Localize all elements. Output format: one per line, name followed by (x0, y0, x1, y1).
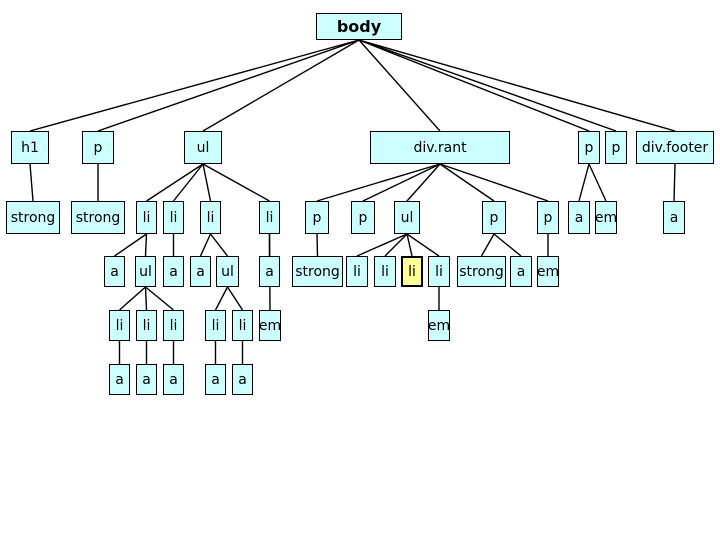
tree-node-tree-children-3: div.rant (370, 131, 510, 164)
tree-node-tree-children-4-children-1: em (595, 201, 617, 234)
edge-tree-children-2-children-0 (146, 163, 204, 202)
tree-node-tree-children-2-children-0-children-1-children-2-children-0: a (163, 364, 184, 395)
tree-node-tree-children-6: div.footer (636, 131, 714, 164)
tree-node-tree-children-2-children-0-children-1: ul (135, 256, 156, 287)
tree-node-tree-children-2-children-0: li (136, 201, 157, 234)
tree-node-tree-children-2-children-0-children-0: a (104, 256, 125, 287)
tree-node-tree-children-2-children-2-children-1: ul (216, 256, 239, 287)
edge-tree-children-3-children-0 (316, 163, 441, 202)
edge-tree-children-3-children-2-children-3 (406, 233, 440, 257)
tree-node-tree-children-3-children-3-children-1: a (510, 256, 532, 287)
edge-tree-children-3-children-2-children-1 (384, 233, 408, 257)
tree-node-tree-children-2-children-2-children-0: a (190, 256, 211, 287)
edge-tree-children-2-children-1 (172, 163, 204, 202)
edge-tree-children-2-children-2-children-0 (199, 233, 212, 257)
edge-tree-children-4-children-1 (588, 163, 607, 202)
tree-node-tree-children-3-children-2-children-3: li (428, 256, 450, 287)
tree-node-tree-children-3-children-0: p (305, 201, 329, 234)
edge-tree-children-6 (358, 39, 676, 132)
edge-tree-children-3-children-2-children-2 (406, 233, 413, 257)
tree-node-tree-children-3-children-2-children-3-children-0: em (428, 310, 450, 341)
tree-node-tree-children-2-children-3-children-0: a (259, 256, 280, 287)
edge-tree-children-3 (358, 39, 441, 132)
tree-node-tree-children-3-children-0-children-0: strong (292, 256, 343, 287)
edge-tree-children-2-children-0-children-0 (114, 233, 147, 257)
edge-tree-children-2 (202, 39, 360, 132)
tree-node-tree-children-2-children-0-children-1-children-0: li (109, 310, 130, 341)
edge-tree-children-2-children-0-children-1-children-2 (145, 286, 174, 311)
edge-tree-children-2-children-2 (202, 163, 212, 202)
edge-tree-children-3-children-4 (439, 163, 549, 202)
edge-tree-children-2-children-2-children-1 (209, 233, 229, 257)
tree-node-tree: body (316, 13, 402, 40)
tree-node-tree-children-2-children-2-children-1-children-0-children-0: a (205, 364, 226, 395)
tree-node-tree-children-3-children-2: ul (394, 201, 420, 234)
edge-tree-children-3-children-1 (362, 163, 441, 202)
tree-node-tree-children-3-children-4-children-0: em (537, 256, 559, 287)
tree-node-tree-children-3-children-3: p (482, 201, 506, 234)
tree-node-tree-children-2-children-0-children-1-children-1: li (136, 310, 157, 341)
edge-tree-children-2-children-0-children-1-children-1 (144, 286, 148, 311)
edge-tree-children-2-children-2-children-1-children-1 (226, 286, 244, 311)
tree-node-tree-children-1-children-0: strong (71, 201, 125, 234)
tree-node-tree-children-2-children-0-children-1-children-0-children-0: a (109, 364, 130, 395)
tree-node-tree-children-0: h1 (11, 131, 49, 164)
edge-tree-children-3-children-2-children-0 (356, 233, 408, 257)
tree-node-tree-children-2-children-0-children-1-children-1-children-0: a (136, 364, 157, 395)
edge-tree-children-6-children-0 (673, 163, 676, 202)
tree-node-tree-children-2-children-2: li (200, 201, 221, 234)
tree-node-tree-children-3-children-3-children-0: strong (457, 256, 506, 287)
edge-tree-children-4 (358, 39, 590, 132)
edge-tree-children-0-children-0 (29, 163, 34, 202)
edge-tree-children-1 (97, 39, 360, 132)
edge-tree-children-3-children-3-children-1 (493, 233, 522, 257)
edge-tree-children-2-children-2-children-1-children-0 (214, 286, 229, 311)
tree-node-tree-children-3-children-2-children-2: li (401, 256, 423, 287)
tree-node-tree-children-5: p (605, 131, 627, 164)
tree-node-tree-children-2-children-2-children-1-children-1: li (232, 310, 253, 341)
tree-node-tree-children-2-children-2-children-1-children-1-children-0: a (232, 364, 253, 395)
edge-tree-children-3-children-0-children-0 (316, 233, 319, 257)
tree-node-tree-children-2-children-3-children-1: em (259, 310, 281, 341)
tree-node-tree-children-2-children-3: li (259, 201, 280, 234)
edge-tree-children-0 (29, 39, 360, 132)
tree-node-tree-children-2-children-2-children-1-children-0: li (205, 310, 226, 341)
tree-node-tree-children-2: ul (184, 131, 222, 164)
tree-node-tree-children-3-children-1: p (351, 201, 375, 234)
edge-tree-children-3-children-3 (439, 163, 495, 202)
edge-tree-children-3-children-3-children-0 (480, 233, 495, 257)
edge-tree-children-2-children-0-children-1 (144, 233, 148, 257)
tree-node-tree-children-3-children-2-children-1: li (374, 256, 396, 287)
tree-node-tree-children-3-children-2-children-0: li (346, 256, 368, 287)
tree-node-tree-children-6-children-0: a (663, 201, 685, 234)
tree-node-tree-children-0-children-0: strong (6, 201, 60, 234)
tree-node-tree-children-1: p (82, 131, 114, 164)
tree-node-tree-children-3-children-4: p (537, 201, 559, 234)
edge-tree-children-2-children-3 (202, 163, 270, 202)
edge-tree-children-3-children-2 (406, 163, 441, 202)
tree-node-tree-children-2-children-0-children-1-children-2: li (163, 310, 184, 341)
tree-node-tree-children-4: p (578, 131, 600, 164)
tree-node-tree-children-2-children-1-children-0: a (163, 256, 184, 287)
edge-tree-children-5 (358, 39, 617, 132)
edge-tree-children-4-children-0 (578, 163, 590, 202)
tree-node-tree-children-2-children-1: li (163, 201, 184, 234)
tree-node-tree-children-4-children-0: a (568, 201, 590, 234)
edge-tree-children-2-children-0-children-1-children-0 (119, 286, 146, 311)
